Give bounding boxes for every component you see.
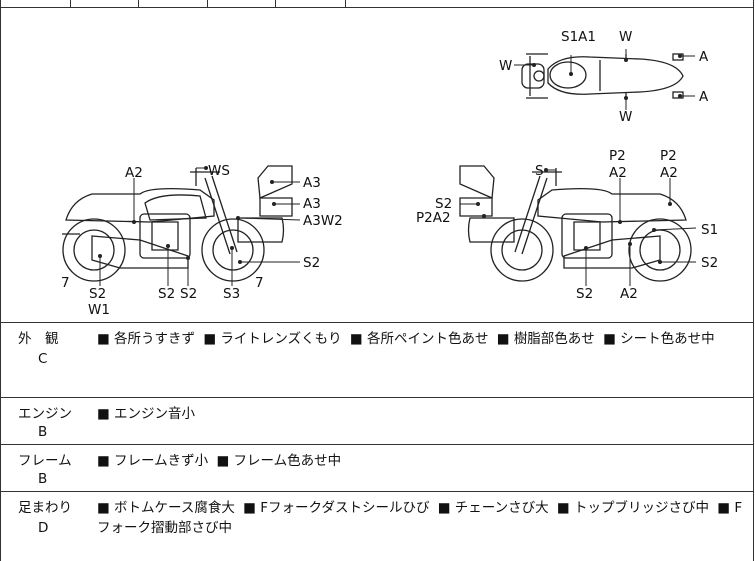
condition-item: 樹脂部色あせ: [497, 331, 595, 347]
row-category: フレーム: [18, 453, 72, 469]
motorcycle-top-view: [521, 53, 684, 99]
top-cell-divider: [207, 0, 208, 7]
condition-row-engine: エンジン B エンジン音小: [0, 398, 754, 445]
motorcycle-right-view: [459, 165, 692, 282]
top-cell-divider: [275, 0, 276, 7]
label-top-a-lower: A: [699, 89, 709, 105]
condition-item: フレーム色あせ中: [216, 453, 341, 469]
label-left-a3w2: A3W2: [303, 213, 343, 229]
condition-item: トップブリッジさび中: [557, 500, 709, 516]
label-left-ws: WS: [208, 163, 230, 179]
label-right-p2-1: P2: [609, 148, 626, 164]
label-right-s2-right: S2: [701, 255, 718, 271]
label-right-p2-2: P2: [660, 148, 677, 164]
condition-row-frame: フレーム B フレームきず小 フレーム色あせ中: [0, 445, 754, 492]
label-top-w-lower: W: [619, 109, 632, 125]
condition-item: 各所ペイント色あせ: [350, 331, 489, 347]
label-right-s: S: [535, 163, 544, 179]
label-right-a2-bottom: A2: [620, 286, 638, 302]
label-right-a2-1: A2: [609, 165, 627, 181]
label-left-s2-bl: S2: [89, 286, 106, 302]
row-grade: B: [38, 424, 48, 440]
label-left-a2: A2: [125, 165, 143, 181]
row-category: 外 観: [18, 331, 59, 347]
label-top-s1a1: S1A1: [561, 29, 596, 45]
top-row-remnant: …/: [0, 0, 754, 8]
motorcycle-damage-diagram: S1A1 W W W A A A2 WS A3 A3 A3W2 S2 7 7 S…: [0, 8, 754, 323]
row-description: フレームきず小 フレーム色あせ中: [97, 451, 747, 471]
top-cell-divider: [345, 0, 346, 7]
top-cell-divider: [138, 0, 139, 7]
label-left-s2-mid1: S2: [158, 286, 175, 302]
label-left-s3: S3: [223, 286, 240, 302]
row-grade: B: [38, 471, 48, 487]
condition-item: 各所うすきず: [97, 331, 195, 347]
row-category: エンジン: [18, 406, 72, 422]
condition-item: シート色あせ中: [603, 331, 715, 347]
top-cell-divider: [70, 0, 71, 7]
damage-labels: S1A1 W W W A A A2 WS A3 A3 A3W2 S2 7 7 S…: [61, 29, 718, 318]
row-category: 足まわり: [18, 500, 72, 516]
damage-points: [98, 54, 682, 264]
label-left-a3-2: A3: [303, 196, 321, 212]
condition-row-suspension: 足まわり D ボトムケース腐食大 Fフォークダストシールひび チェーンさび大 ト…: [0, 492, 754, 561]
diagram-svg: S1A1 W W W A A A2 WS A3 A3 A3W2 S2 7 7 S…: [61, 29, 718, 318]
motorcycle-left-view: [62, 165, 293, 282]
condition-item: ボトムケース腐食大: [97, 500, 235, 516]
row-description: 各所うすきず ライトレンズくもり 各所ペイント色あせ 樹脂部色あせ シート色あせ…: [97, 329, 747, 349]
label-left-s2-mid2: S2: [180, 286, 197, 302]
label-left-s2-right: S2: [303, 255, 320, 271]
label-left-w1: W1: [88, 302, 110, 318]
condition-row-exterior: 外 観 C 各所うすきず ライトレンズくもり 各所ペイント色あせ 樹脂部色あせ …: [0, 323, 754, 398]
row-grade: D: [38, 520, 49, 536]
row-description: ボトムケース腐食大 Fフォークダストシールひび チェーンさび大 トップブリッジさ…: [97, 498, 747, 538]
label-left-7-left: 7: [61, 275, 70, 291]
label-top-w-upper: W: [619, 29, 632, 45]
condition-item: エンジン音小: [97, 406, 195, 422]
label-right-s2-left: S2: [435, 196, 452, 212]
label-right-s2-bottom: S2: [576, 286, 593, 302]
condition-item: Fフォークダストシールひび: [243, 500, 429, 516]
label-left-7-right: 7: [255, 275, 264, 291]
leader-lines: [99, 49, 697, 286]
row-description: エンジン音小: [97, 404, 747, 424]
condition-item: チェーンさび大: [438, 500, 549, 516]
condition-item: フレームきず小: [97, 453, 208, 469]
row-grade: C: [38, 351, 48, 367]
label-right-a2-2: A2: [660, 165, 678, 181]
label-right-s1: S1: [701, 222, 718, 238]
condition-item: ライトレンズくもり: [203, 331, 341, 347]
label-top-w-left: W: [499, 58, 512, 74]
label-top-a-upper: A: [699, 49, 709, 65]
label-right-p2a2: P2A2: [416, 210, 451, 226]
label-left-a3-1: A3: [303, 175, 321, 191]
